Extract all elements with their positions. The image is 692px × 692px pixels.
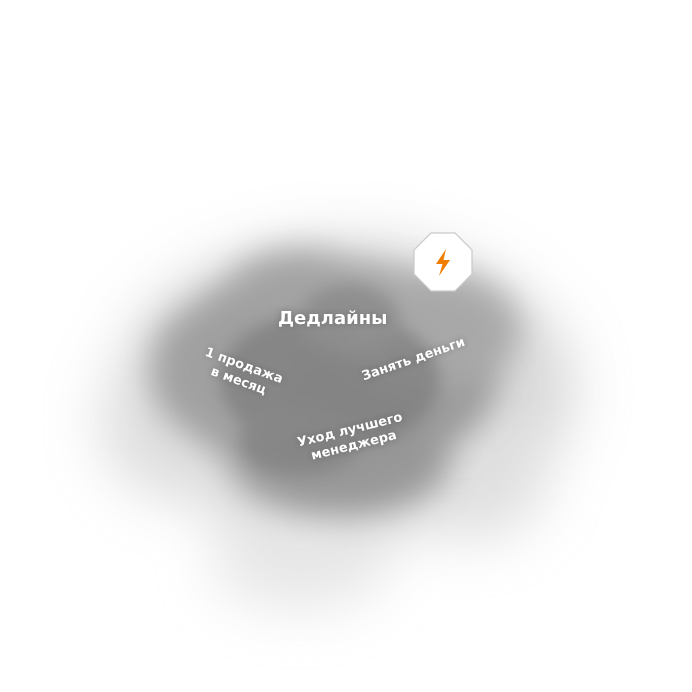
lightning-icon xyxy=(436,249,450,276)
cloud-title: Дедлайны xyxy=(278,308,388,329)
lightning-badge xyxy=(413,232,473,292)
